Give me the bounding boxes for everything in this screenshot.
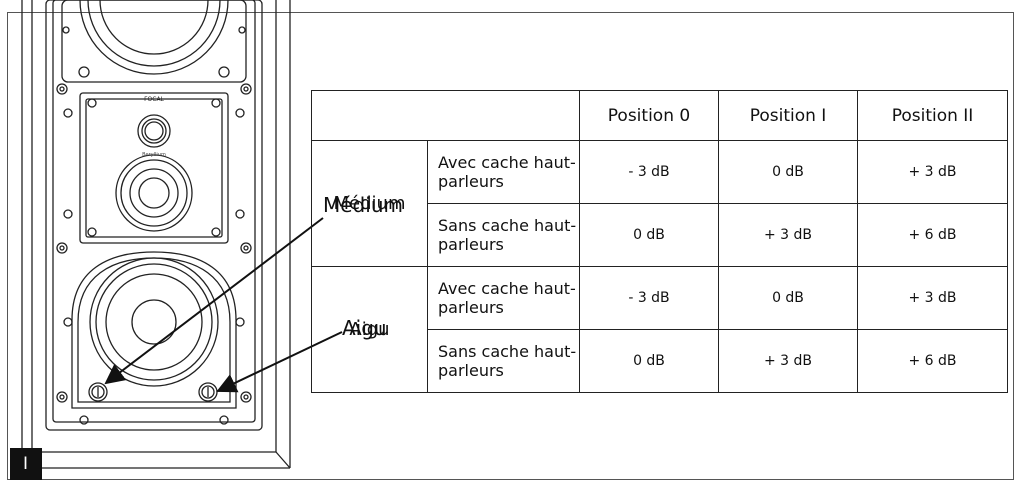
figure-frame (7, 12, 1014, 480)
row-label: Avec cache haut-parleurs (427, 140, 580, 204)
group-label-aigu: Aigu (311, 266, 428, 393)
value-cell: + 3 dB (857, 140, 1008, 204)
row-label: Sans cache haut-parleurs (427, 203, 580, 267)
row-label: Sans cache haut-parleurs (427, 329, 580, 393)
settings-table: Position 0 Position I Position II Médium… (311, 90, 1008, 393)
table-row: Médium Avec cache haut-parleurs - 3 dB 0… (311, 140, 1008, 267)
value-cell: + 3 dB (718, 329, 858, 393)
value-cell: - 3 dB (579, 266, 719, 330)
value-cell: 0 dB (718, 266, 858, 330)
driver-label: Beryllium (142, 152, 166, 158)
value-cell: 0 dB (579, 203, 719, 267)
empty-header-cell (311, 90, 580, 141)
header-position-1: Position I (718, 90, 858, 141)
value-cell: + 6 dB (857, 203, 1008, 267)
figure-number-badge: I (10, 448, 42, 480)
speaker-illustration: FOCAL Beryllium (21, 0, 291, 469)
header-row: Position 0 Position I Position II (311, 90, 1008, 141)
table-row: Sans cache haut-parleurs 0 dB + 3 dB + 6… (312, 329, 1008, 393)
value-cell: 0 dB (579, 329, 719, 393)
value-cell: - 3 dB (579, 140, 719, 204)
header-position-2: Position II (857, 90, 1008, 141)
value-cell: + 3 dB (718, 203, 858, 267)
row-label: Avec cache haut-parleurs (427, 266, 580, 330)
value-cell: + 3 dB (857, 266, 1008, 330)
table-row: Aigu Avec cache haut-parleurs - 3 dB 0 d… (311, 266, 1008, 393)
group-label-medium: Médium (311, 140, 428, 267)
value-cell: + 6 dB (857, 329, 1008, 393)
header-position-0: Position 0 (579, 90, 719, 141)
brand-label: FOCAL (144, 96, 164, 103)
table-row: Sans cache haut-parleurs 0 dB + 3 dB + 6… (312, 203, 1008, 267)
value-cell: 0 dB (718, 140, 858, 204)
